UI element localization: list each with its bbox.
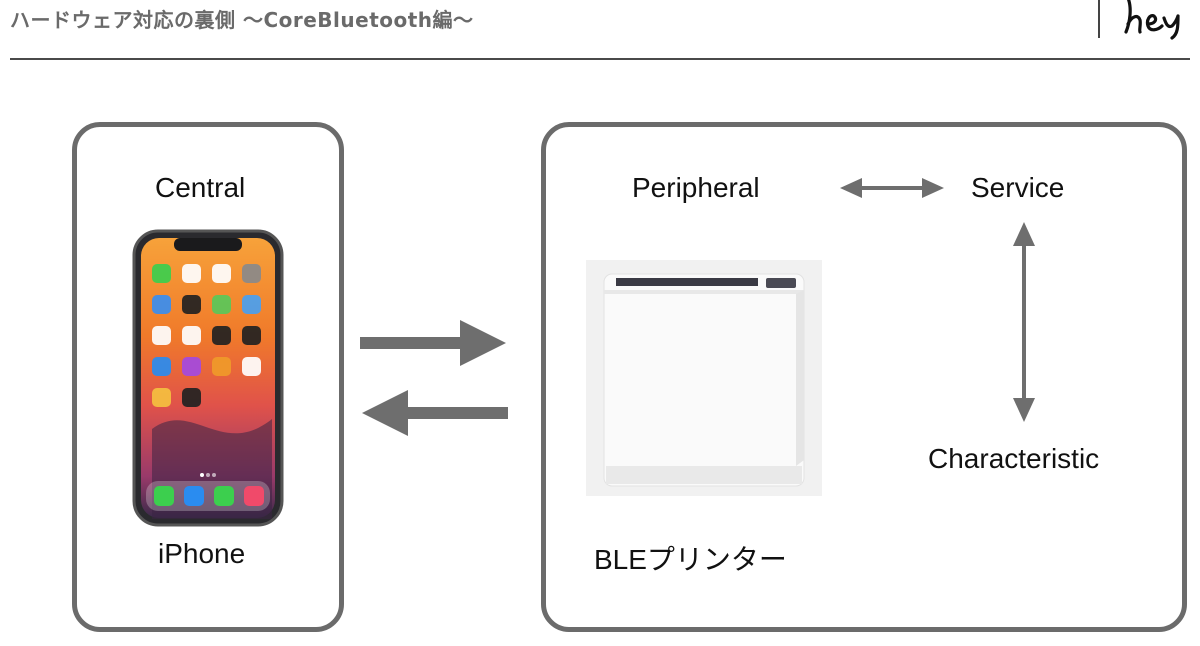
header-divider — [1098, 0, 1100, 38]
bidirectional-arrow-vertical-icon — [1013, 222, 1035, 422]
bidirectional-arrow-icon — [840, 178, 944, 198]
central-label: Central — [155, 172, 246, 203]
ble-printer-label: BLEプリンター — [594, 544, 787, 575]
iphone-label: iPhone — [158, 538, 246, 569]
arrow-left-icon — [362, 390, 508, 436]
arrow-right-icon — [360, 320, 506, 366]
page-title: ハードウェア対応の裏側 〜CoreBluetooth編〜 — [10, 8, 474, 32]
iphone-icon — [132, 229, 284, 527]
hey-logo-icon — [1124, 0, 1180, 40]
characteristic-label: Characteristic — [928, 443, 1100, 474]
service-label: Service — [971, 172, 1065, 203]
ble-printer-icon — [586, 260, 822, 496]
header-rule — [10, 58, 1190, 60]
peripheral-label: Peripheral — [632, 172, 760, 203]
